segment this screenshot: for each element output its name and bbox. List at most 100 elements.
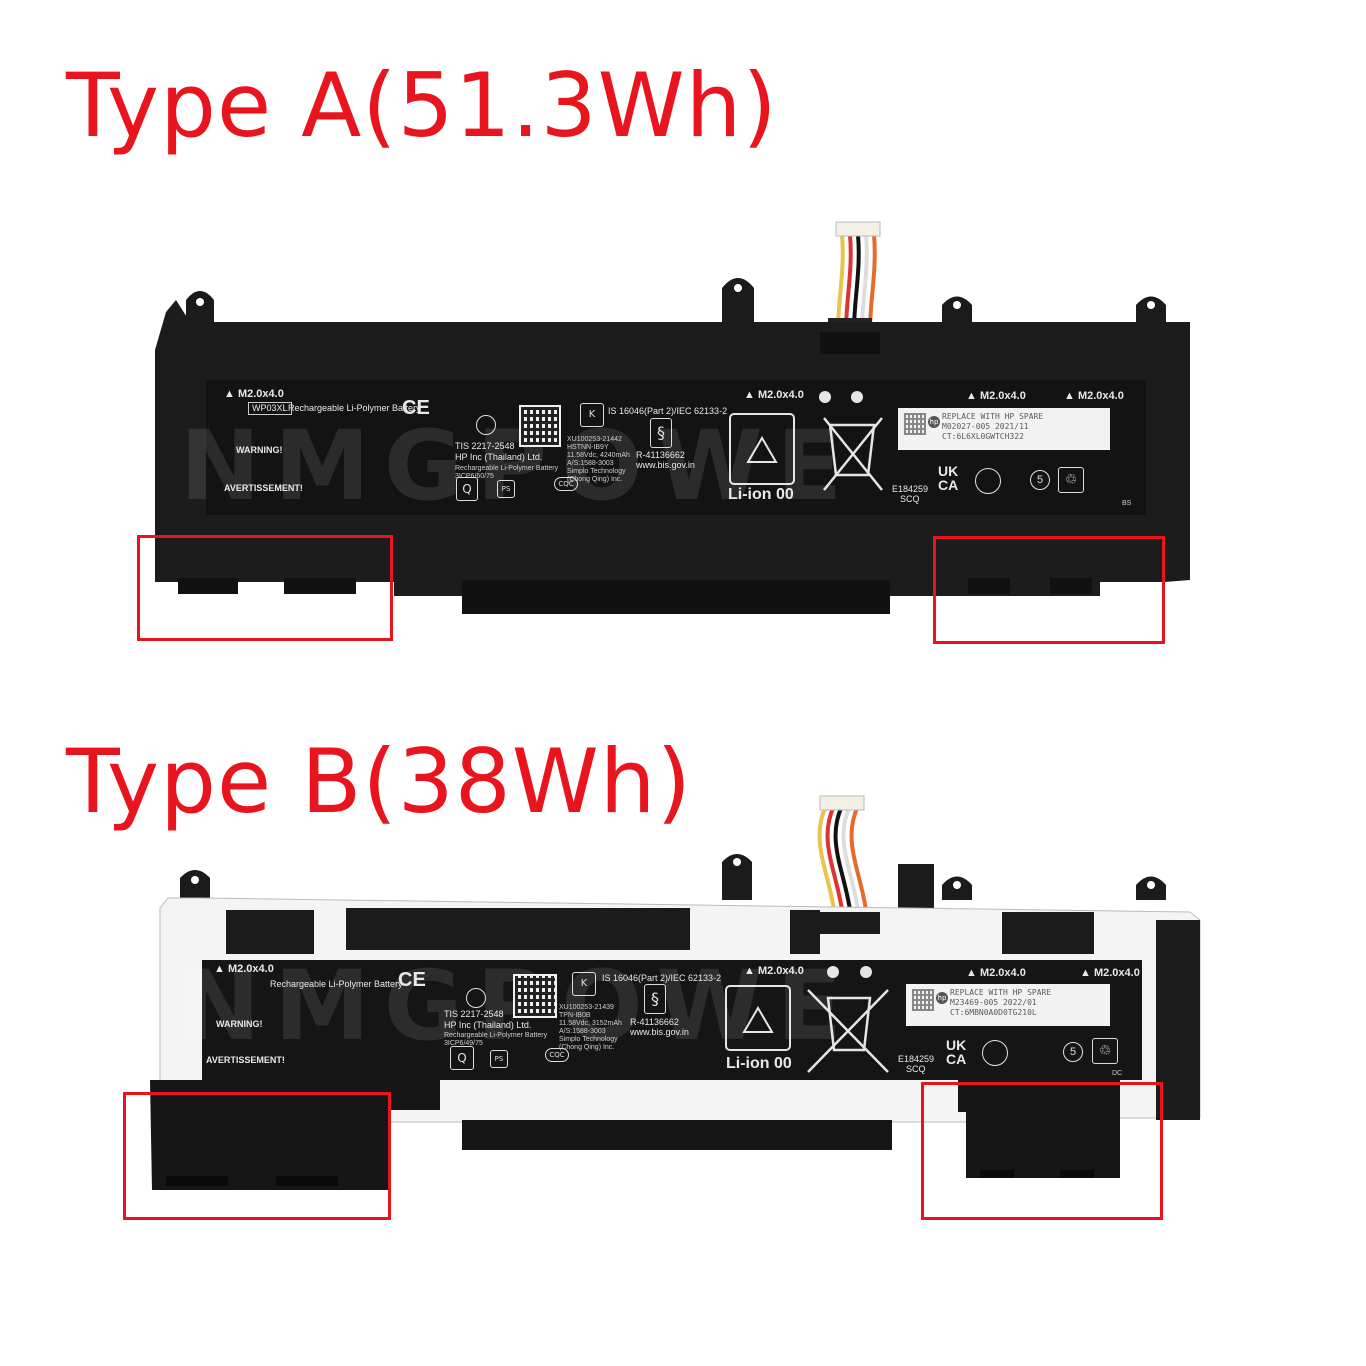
battery-a-tabs: [186, 278, 1166, 330]
epup-5-icon: 5: [1063, 1042, 1083, 1062]
ce-mark: CE: [402, 397, 430, 419]
battery-b-feet: [150, 1080, 1120, 1190]
highlight-box-left: [123, 1092, 391, 1220]
scq-text: SCQ: [906, 1064, 926, 1074]
screw-label: ▲ M2.0x4.0: [214, 963, 274, 975]
ict-mark-icon: Q: [456, 477, 478, 501]
tis-number: TIS 2217-2548: [444, 1009, 504, 1019]
ukca-mark: UK CA: [938, 463, 959, 493]
hstnn-number: HSTNN-IB9Y: [567, 444, 609, 451]
kc-mark-icon: K: [580, 403, 604, 427]
maker-sub: Rechargeable Li-Polymer Battery: [444, 1032, 548, 1039]
sticker-line: REPLACE WITH HP SPARE: [942, 412, 1044, 421]
as-number: A/S:1588-3003: [559, 1028, 606, 1035]
is-standard: IS 16046(Part 2)/IEC 62133-2: [608, 406, 728, 416]
qr-code: [513, 974, 557, 1018]
maker-name: HP Inc (Thailand) Ltd.: [455, 452, 543, 462]
screw-label: ▲ M2.0x4.0: [966, 967, 1026, 979]
watermark: NMGPOWE: [180, 950, 856, 1062]
bis-mark-icon: §: [650, 418, 672, 448]
battery-b-recycle-icon: [725, 985, 791, 1051]
ukca-mark: UK CA: [946, 1037, 967, 1067]
pse-mark-icon: PS: [497, 480, 515, 498]
highlight-box-left: [137, 535, 393, 641]
tis-number: TIS 2217-2548: [455, 441, 515, 451]
maker-code: 3ICP6/60/75: [455, 473, 494, 480]
sticker-line: CT:6MBN0A0D0TG210L: [950, 1008, 1037, 1017]
simplo-city: (Chong Qing) Inc.: [559, 1044, 615, 1051]
screw-label: ▲ M2.0x4.0: [966, 390, 1026, 402]
sticker-line: REPLACE WITH HP SPARE: [950, 988, 1052, 997]
xu-number: XU100253-21439: [559, 1004, 614, 1011]
sticker-line: CT:6L6XL0GWTCH322: [942, 432, 1024, 441]
sticker-line: M23469-005 2022/01: [950, 998, 1037, 1007]
maker-name: HP Inc (Thailand) Ltd.: [444, 1020, 532, 1030]
watermark: NMGPOWE: [180, 410, 857, 522]
rcm-mark-icon: [982, 1040, 1008, 1066]
recycle-mark-icon: ♲: [1058, 467, 1084, 493]
highlight-box-right: [921, 1082, 1163, 1220]
pse-mark-icon: PS: [490, 1050, 508, 1068]
ul-number: E184259: [898, 1054, 935, 1064]
ce-mark: CE: [398, 969, 426, 991]
screw-label: ▲ M2.0x4.0: [224, 388, 284, 400]
type-b-heading: Type B(38Wh): [66, 730, 692, 833]
screw-label: ▲ M2.0x4.0: [744, 389, 804, 401]
thai-standard-icon: [466, 988, 486, 1008]
screw-label: ▲ M2.0x4.0: [1064, 390, 1124, 402]
footer-code: BS: [1122, 500, 1132, 507]
battery-b-pads: [226, 908, 1200, 1120]
epup-5-icon: 5: [1030, 470, 1050, 490]
maker-sub: Rechargeable Li-Polymer Battery: [455, 465, 559, 472]
type-a-heading: Type A(51.3Wh): [66, 54, 778, 157]
sticker-qr-code: [904, 413, 926, 435]
bis-site: www.bis.gov.in: [636, 460, 695, 470]
model-badge: WP03XL: [248, 402, 292, 415]
battery-a-recycle-icon: [729, 413, 795, 485]
xu-number: XU100253-21442: [567, 436, 622, 443]
screw-label: ▲ M2.0x4.0: [1080, 967, 1140, 979]
bis-mark-icon: §: [644, 984, 666, 1014]
battery-b-weee-bin-icon: [807, 989, 889, 1073]
li-ion-text: Li-ion 00: [726, 1055, 792, 1072]
r-number: R-41136662: [636, 450, 685, 460]
battery-b-cable: [817, 795, 868, 911]
hp-logo-icon: hp: [928, 416, 940, 428]
rcm-mark-icon: [975, 468, 1001, 494]
avertissement-text: AVERTISSEMENT!: [224, 483, 303, 493]
avertissement-text: AVERTISSEMENT!: [206, 1055, 285, 1065]
spare-part-sticker: hp REPLACE WITH HP SPARE M23469-005 2022…: [906, 984, 1110, 1026]
qr-code: [519, 405, 561, 447]
li-ion-text: Li-ion 00: [728, 486, 794, 503]
spare-part-sticker: hp REPLACE WITH HP SPARE M02027-005 2021…: [898, 408, 1110, 450]
thai-standard-icon: [476, 415, 496, 435]
sticker-line: M02027-005 2021/11: [942, 422, 1029, 431]
tpn-number: TPN-IB0B: [559, 1012, 591, 1019]
is-standard: IS 16046(Part 2)/IEC 62133-2: [602, 973, 722, 983]
r-number: R-41136662: [630, 1017, 679, 1027]
simplo-name: Simplo Technology: [559, 1036, 618, 1043]
battery-description: Rechargeable Li-Polymer Battery: [288, 403, 421, 413]
kc-mark-icon: K: [572, 972, 596, 996]
highlight-box-right: [933, 536, 1165, 644]
bis-site: www.bis.gov.in: [630, 1027, 689, 1037]
simplo-city: (Chong Qing) Inc.: [567, 476, 623, 483]
scq-text: SCQ: [900, 494, 920, 504]
sticker-qr-code: [912, 989, 934, 1011]
ul-number: E184259: [892, 484, 929, 494]
battery-description: Rechargeable Li-Polymer Battery: [270, 979, 403, 989]
rating: 11.58Vdc, 4240mAh: [567, 452, 630, 459]
warning-text: WARNING!: [216, 1019, 263, 1029]
battery-a-weee-bin-icon: [823, 417, 883, 491]
cqc-mark-icon: CQC: [554, 477, 578, 491]
warning-text: WARNING!: [236, 445, 283, 455]
simplo-name: Simplo Technology: [567, 468, 626, 475]
screw-label: ▲ M2.0x4.0: [744, 965, 804, 977]
ict-mark-icon: Q: [450, 1046, 474, 1070]
maker-code: 3ICP6/49/75: [444, 1040, 483, 1047]
recycle-mark-icon: ♲: [1092, 1038, 1118, 1064]
as-number: A/S:1588-3003: [567, 460, 614, 467]
footer-code: DC: [1112, 1070, 1123, 1077]
